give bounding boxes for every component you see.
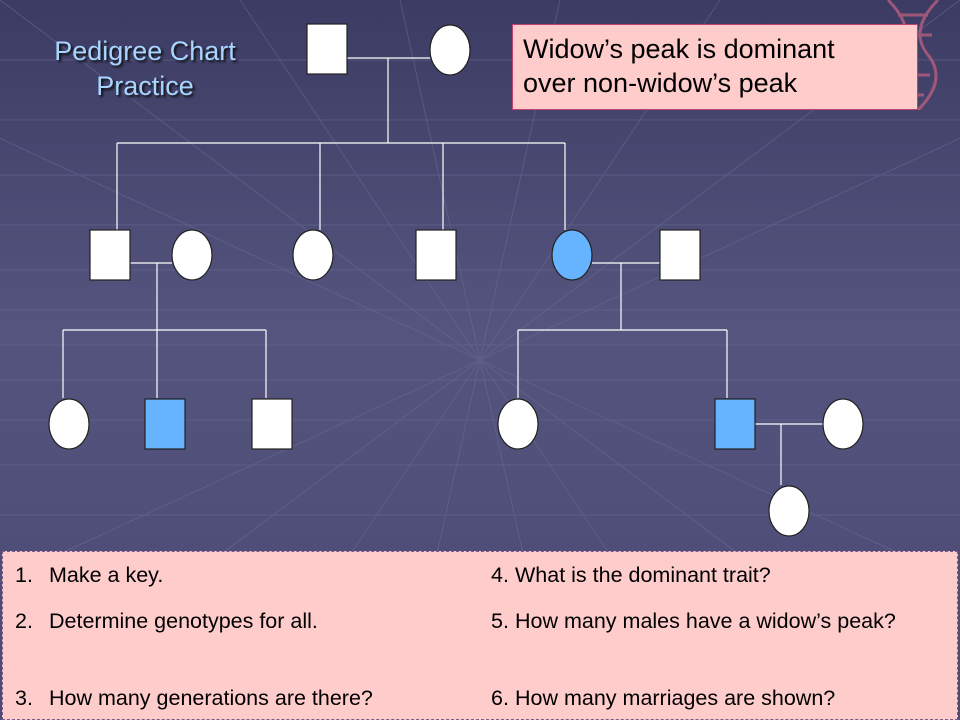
question-2: 2. Determine genotypes for all. [15, 608, 318, 635]
question-4: 4. What is the dominant trait? [491, 562, 771, 589]
g3-son-3-affected [714, 398, 756, 450]
question-3: 3. How many generations are there? [15, 685, 373, 712]
question-number: 6. [491, 686, 509, 710]
question-number: 5. [491, 609, 509, 633]
page-title: Pedigree Chart Practice [20, 34, 270, 104]
question-text: How many males have a widow’s peak? [515, 609, 896, 633]
g1-father [306, 23, 348, 75]
g3-daughter-1 [48, 398, 90, 450]
g4-daughter [768, 485, 810, 537]
questions-panel: 1. Make a key. 2. Determine genotypes fo… [2, 551, 958, 720]
question-1: 1. Make a key. [15, 562, 163, 589]
g3-son-2 [251, 398, 293, 450]
question-text: Make a key. [49, 563, 164, 587]
question-text: What is the dominant trait? [515, 563, 771, 587]
question-number: 4. [491, 563, 509, 587]
question-6: 6. How many marriages are shown? [491, 685, 835, 712]
title-line-1: Pedigree Chart [54, 36, 236, 66]
g2-daughter-1 [292, 229, 334, 281]
question-number: 3. [15, 686, 33, 710]
dominance-info-box: Widow’s peak is dominant over non-widow’… [512, 24, 918, 110]
question-text: How many marriages are shown? [515, 686, 836, 710]
question-5: 5. How many males have a widow’s peak? [491, 608, 936, 635]
g2-daughter-2-husband [659, 229, 701, 281]
g2-daughter-2-affected [551, 229, 593, 281]
g2-son-1-wife [171, 229, 213, 281]
info-line-1: Widow’s peak is dominant [523, 34, 835, 64]
g2-son-1 [89, 229, 131, 281]
g3-son-1-affected [144, 398, 186, 450]
g1-mother [429, 24, 471, 76]
info-line-2: over non-widow’s peak [523, 68, 798, 98]
pedigree-chart [48, 23, 864, 537]
question-text: How many generations are there? [49, 686, 373, 710]
question-number: 1. [15, 563, 33, 587]
pedigree-connectors [62, 57, 823, 485]
question-number: 2. [15, 609, 33, 633]
g3-son-3-wife [822, 398, 864, 450]
g2-son-2 [415, 229, 457, 281]
title-line-2: Practice [96, 71, 194, 101]
question-text: Determine genotypes for all. [49, 609, 318, 633]
g3-daughter-2 [497, 398, 539, 450]
